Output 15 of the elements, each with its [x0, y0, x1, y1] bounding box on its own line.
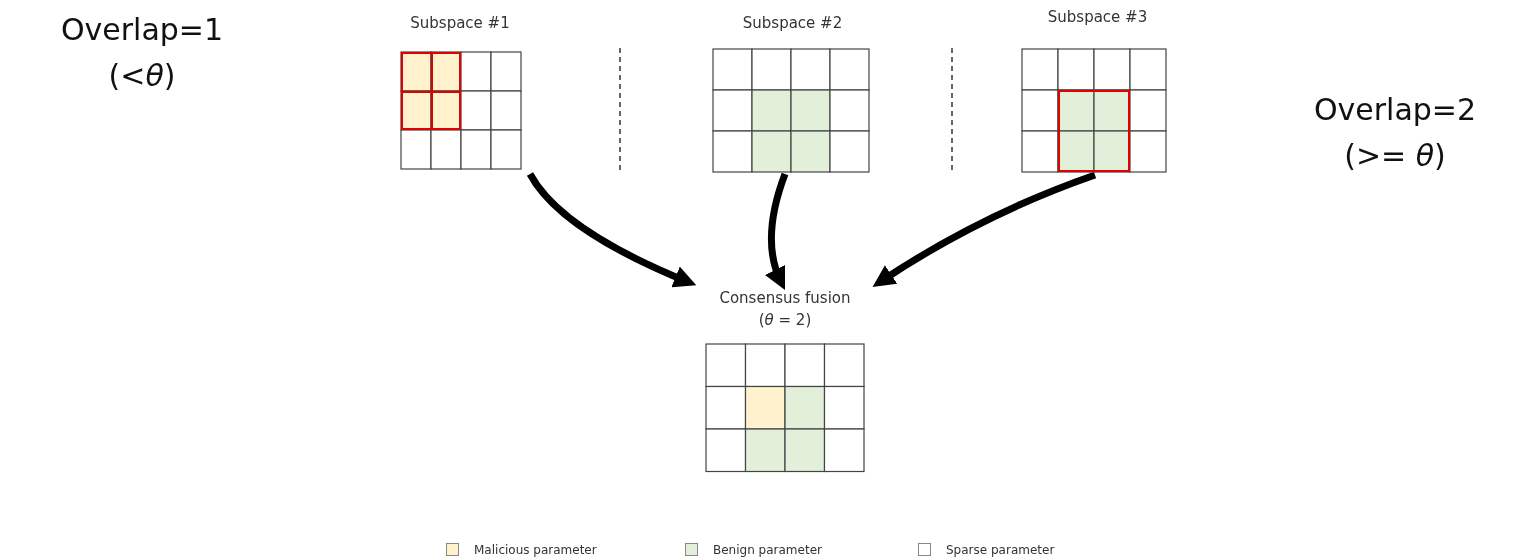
grid-title: Subspace #1 [409, 14, 511, 32]
legend-text: Malicious parameter [474, 543, 597, 557]
legend-text: Sparse parameter [946, 543, 1055, 557]
grid-title: Consensus fusion [718, 289, 852, 307]
curved-arrow [765, 172, 789, 291]
grid-title: Subspace #2 [741, 14, 844, 32]
grid-subtitle: (θ = 2) [757, 311, 813, 329]
overlap-note: Overlap=1 [59, 12, 225, 47]
overlap-note: (<θ) [107, 58, 177, 93]
curved-arrow [872, 171, 1097, 287]
overlap-note: Overlap=2 [1312, 92, 1478, 127]
overlap-note: (>= θ) [1343, 138, 1447, 173]
curved-arrow [527, 172, 697, 288]
grid-title: Subspace #3 [1046, 8, 1149, 26]
legend-text: Benign parameter [713, 543, 822, 557]
